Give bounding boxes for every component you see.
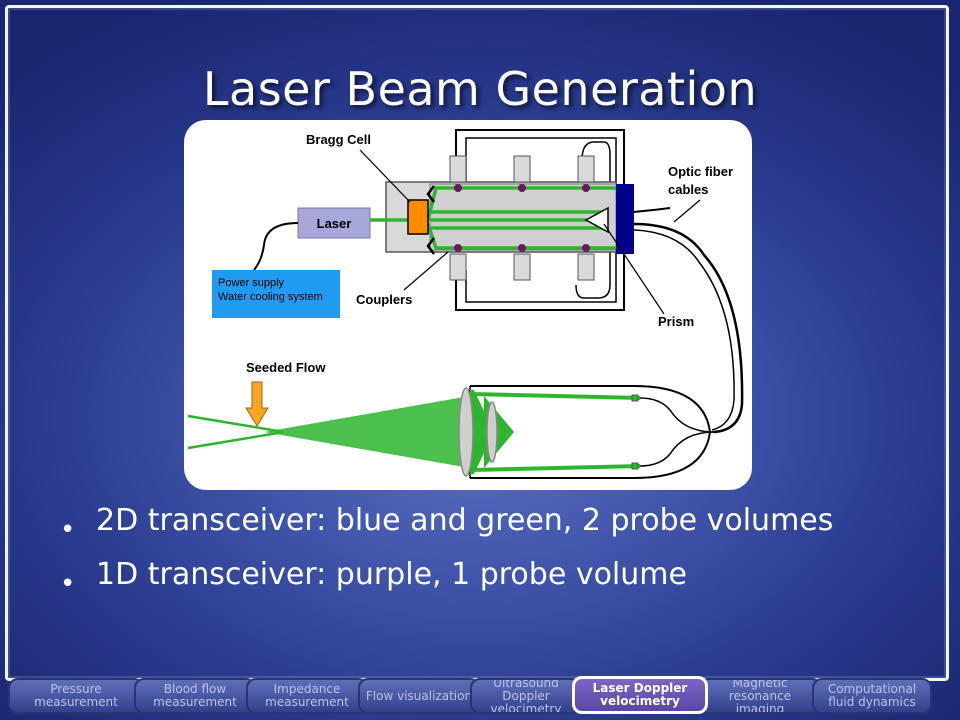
- nav-tab-flow-visualization[interactable]: Flow visualization: [358, 678, 480, 714]
- bullet-text: 1D transceiver: purple, 1 probe volume: [96, 557, 687, 592]
- fiber-pointer: [673, 199, 701, 223]
- transceiver-inner: [429, 183, 617, 251]
- nav-tab-label: Blood flow measurement: [153, 682, 237, 709]
- fiber-block: [616, 184, 634, 254]
- bragg-label: Bragg Cell: [306, 132, 371, 147]
- nav-tab-blood-flow[interactable]: Blood flow measurement: [134, 678, 256, 714]
- bracket-top: [426, 185, 435, 203]
- coupler-bottom-3: [577, 253, 595, 281]
- nav-tab-label: Impedance measurement: [265, 682, 349, 709]
- nav-tab-label: Computational fluid dynamics: [827, 682, 917, 709]
- fiber-tip-bottom: [631, 462, 639, 470]
- laser-label: Laser: [317, 216, 352, 231]
- nav-tab-impedance[interactable]: Impedance measurement: [246, 678, 368, 714]
- nav-tab-ultrasound-doppler[interactable]: Ultrasound Doppler velocimetry: [470, 678, 582, 714]
- nav-tab-pressure[interactable]: Pressure measurement: [8, 678, 144, 714]
- bullet-text: 2D transceiver: blue and green, 2 probe …: [96, 503, 834, 538]
- bullet-dot-icon: •: [60, 569, 76, 599]
- nav-tab-label: Laser Doppler velocimetry: [592, 681, 688, 708]
- power-label-1: Power supply: [218, 277, 285, 289]
- nav-tab-cfd[interactable]: Computational fluid dynamics: [812, 678, 932, 714]
- power-label-2: Water cooling system: [218, 291, 323, 303]
- coupler-bottom-2: [513, 253, 531, 281]
- nav-tab-label: Flow visualization: [365, 688, 473, 703]
- prism-label: Prism: [658, 314, 694, 329]
- bullet-list: • 2D transceiver: blue and green, 2 probe…: [58, 500, 918, 608]
- laser-cable: [253, 222, 299, 271]
- couplers-pointer: [403, 251, 449, 291]
- nav-tab-label: Ultrasound Doppler velocimetry: [490, 678, 562, 714]
- bullet-dot-icon: •: [60, 515, 76, 545]
- bracket-bottom: [426, 237, 435, 255]
- fiber-cable-2: [633, 222, 744, 434]
- bullet-item: • 2D transceiver: blue and green, 2 probe…: [58, 500, 918, 545]
- fiber-tip-top: [631, 394, 639, 402]
- seeded-flow-arrow: [245, 381, 269, 427]
- nav-tab-laser-doppler[interactable]: Laser Doppler velocimetry: [572, 676, 708, 714]
- prism-shape: [584, 206, 609, 234]
- ldv-diagram: Laser Power supply Water cooling system …: [184, 120, 752, 490]
- couplers-label: Couplers: [356, 292, 412, 307]
- optic-fiber-label-2: cables: [668, 182, 708, 197]
- coupler-bottom-1: [449, 253, 467, 281]
- probe-fiber-top: [639, 397, 715, 433]
- coupler-top-2: [513, 155, 531, 183]
- bragg-cell-box: [407, 199, 429, 235]
- coupler-dots: [454, 184, 590, 252]
- fiber-cable-3: [633, 229, 735, 431]
- beam-paths: [369, 186, 616, 250]
- ldv-diagram-svg: Laser Power supply Water cooling system …: [187, 129, 744, 479]
- bullet-item: • 1D transceiver: purple, 1 probe volume: [58, 554, 918, 599]
- optic-fiber-label-1: Optic fiber: [668, 164, 733, 179]
- section-nav: Pressure measurement Blood flow measurem…: [8, 676, 958, 718]
- slide-title: Laser Beam Generation: [202, 62, 758, 116]
- nav-tab-mri[interactable]: Magnetic resonance imaging: [698, 678, 822, 714]
- probe-fiber-bottom: [639, 431, 715, 467]
- coupler-top-3: [577, 155, 595, 183]
- fiber-cable-1: [633, 207, 671, 213]
- prism-pointer: [603, 223, 665, 315]
- lens-1: [458, 387, 474, 477]
- nav-tab-label: Magnetic resonance imaging: [728, 678, 792, 714]
- coupler-top-1: [449, 155, 467, 183]
- power-supply-box: [212, 270, 340, 318]
- bragg-pointer: [359, 149, 411, 203]
- lens-2: [486, 401, 498, 463]
- nav-tab-label: Pressure measurement: [34, 682, 118, 709]
- seeded-flow-label: Seeded Flow: [246, 360, 326, 375]
